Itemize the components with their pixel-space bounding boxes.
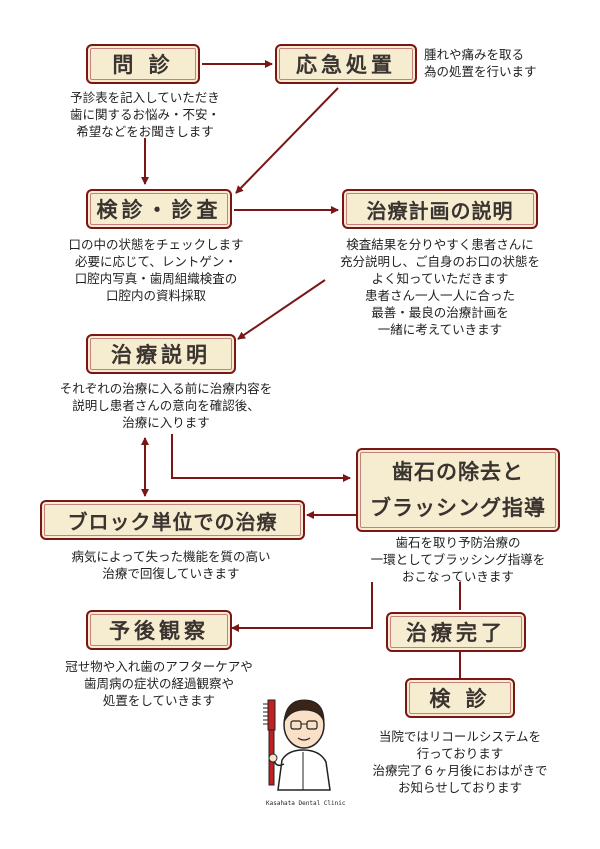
step-kenshin-label: 検診・診査 bbox=[96, 198, 222, 222]
step-shiseki-box: 歯石の除去と ブラッシング指導 bbox=[356, 448, 560, 532]
step-oukyu-desc: 腫れや痛みを取る 為の処置を行います bbox=[424, 47, 537, 79]
step-block-label: ブロック単位での治療 bbox=[67, 509, 278, 534]
step-kenshin2-desc: 当院ではリコールシステムを 行っております 治療完了６ヶ月後におはがきで お知ら… bbox=[372, 729, 548, 795]
step-shiseki-label-line2: ブラッシング指導 bbox=[370, 496, 546, 520]
step-kanryo-box: 治療完了 bbox=[386, 612, 526, 652]
step-oukyu-box: 応急処置 bbox=[275, 44, 417, 84]
step-monshin-box: 問 診 bbox=[86, 44, 200, 84]
step-setsumei-desc: それぞれの治療に入る前に治療内容を 説明し患者さんの意向を確認後、 治療に入りま… bbox=[59, 381, 273, 430]
step-setsumei-label: 治療説明 bbox=[111, 343, 211, 367]
dentist-mascot-illustration bbox=[263, 699, 331, 791]
arrow-keikaku-to-setsumei bbox=[237, 279, 326, 340]
mascot-caption: Kasahata Dental Clinic bbox=[266, 800, 346, 807]
step-kenshin-desc: 口の中の状態をチェックします 必要に応じて、レントゲン・ 口腔内写真・歯周組織検… bbox=[68, 237, 244, 303]
step-block-box: ブロック単位での治療 bbox=[40, 500, 305, 540]
step-shiseki-label-line1: 歯石の除去と bbox=[392, 460, 524, 484]
step-yogo-box: 予後観察 bbox=[86, 610, 232, 650]
step-kenshin-box: 検診・診査 bbox=[86, 189, 232, 229]
arrow-to-yogo bbox=[231, 582, 373, 632]
step-oukyu-label: 応急処置 bbox=[296, 53, 396, 77]
step-keikaku-box: 治療計画の説明 bbox=[342, 189, 538, 229]
step-yogo-desc: 冠せ物や入れ歯のアフターケアや 歯周病の症状の経過観察や 処置をしていきます bbox=[65, 659, 253, 708]
step-keikaku-desc: 検査結果を分りやすく患者さんに 充分説明し、ご自身のお口の状態を よく知っていた… bbox=[339, 237, 540, 337]
step-kenshin2-box: 検 診 bbox=[405, 678, 515, 718]
step-block-desc: 病気によって失った機能を質の高い 治療で回復していきます bbox=[71, 549, 271, 581]
step-keikaku-label: 治療計画の説明 bbox=[366, 198, 514, 223]
step-monshin-desc: 予診表を記入していただき 歯に関するお悩み・不安・ 希望などをお聞きします bbox=[69, 90, 220, 139]
step-yogo-label: 予後観察 bbox=[109, 619, 209, 643]
step-shiseki-desc: 歯石を取り予防治療の 一環としてブラッシング指導を おこなっていきます bbox=[370, 535, 546, 584]
step-kanryo-label: 治療完了 bbox=[406, 621, 506, 645]
arrow-oukyu-to-kenshin bbox=[235, 87, 339, 194]
step-kenshin2-label: 検 診 bbox=[429, 687, 491, 711]
step-monshin-label: 問 診 bbox=[112, 53, 174, 77]
arrow-setsumei-to-shiseki bbox=[171, 434, 351, 482]
step-setsumei-box: 治療説明 bbox=[86, 334, 236, 374]
